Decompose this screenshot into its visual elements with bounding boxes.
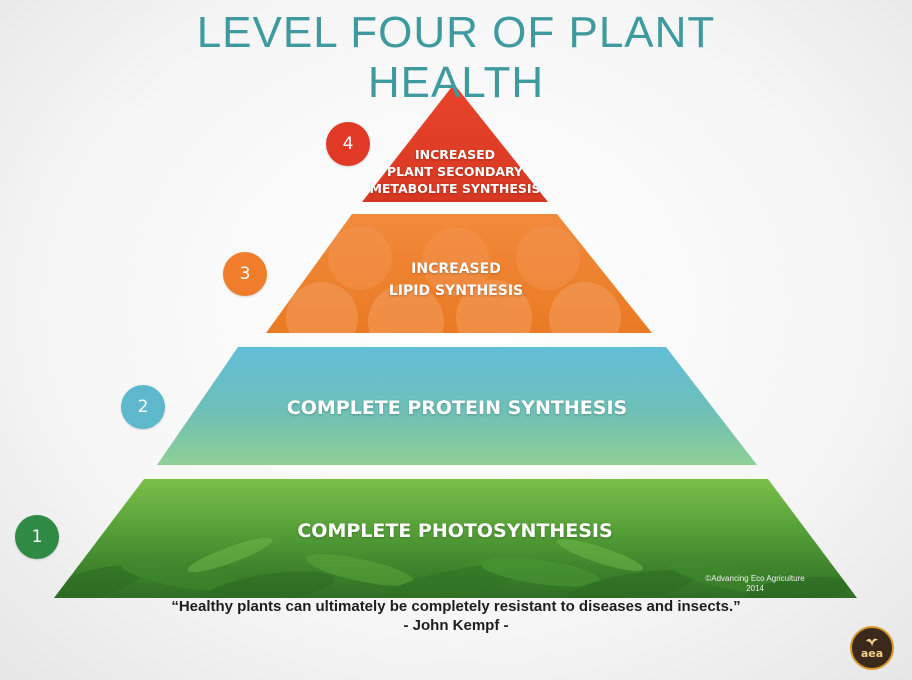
tier-4-label-line-1: INCREASED	[414, 147, 496, 162]
quote-block: “Healthy plants can ultimately be comple…	[140, 597, 772, 635]
quote-text: “Healthy plants can ultimately be comple…	[171, 598, 741, 615]
tier-3-shape	[266, 214, 652, 333]
tier-4-label: INCREASED PLANT SECONDARY METABOLITE SYN…	[360, 146, 550, 197]
tier-3-label-line-2: LIPID SYNTHESIS	[388, 283, 524, 299]
slide-title: LEVEL FOUR OF PLANT HEALTH	[120, 8, 792, 108]
tier-1-shape	[54, 479, 857, 598]
tier-2-shape	[157, 347, 757, 465]
tier-3-label-line-1: INCREASED	[411, 261, 501, 277]
copyright-line-1: ©Advancing Eco Agriculture	[705, 574, 805, 583]
tier-2-label: COMPLETE PROTEIN SYNTHESIS	[286, 397, 628, 419]
tier-3-label: INCREASED LIPID SYNTHESIS	[340, 258, 572, 302]
tier-4-number-badge: 4	[326, 122, 370, 166]
tier-1-foliage	[54, 537, 855, 598]
tier-4-shape	[362, 84, 548, 202]
quote-author: - John Kempf -	[403, 617, 509, 634]
tier-4-label-line-3: METABOLITE SYNTHESIS	[369, 181, 541, 196]
tier-1-label: COMPLETE PHOTOSYNTHESIS	[297, 520, 613, 542]
tier-3-cells	[286, 226, 621, 333]
copyright-notice: ©Advancing Eco Agriculture 2014	[680, 574, 830, 594]
copyright-line-2: 2014	[746, 584, 764, 593]
tier-3-number-badge: 3	[223, 252, 267, 296]
tier-2-number-badge: 2	[121, 385, 165, 429]
logo-text: aea	[860, 647, 884, 660]
leaf-icon	[866, 638, 878, 647]
aea-logo: aea	[850, 626, 894, 670]
tier-4-label-line-2: PLANT SECONDARY	[387, 164, 523, 179]
title-line-2: HEALTH	[367, 58, 545, 107]
tier-1-number-badge: 1	[15, 515, 59, 559]
title-line-1: LEVEL FOUR OF PLANT	[196, 8, 716, 57]
